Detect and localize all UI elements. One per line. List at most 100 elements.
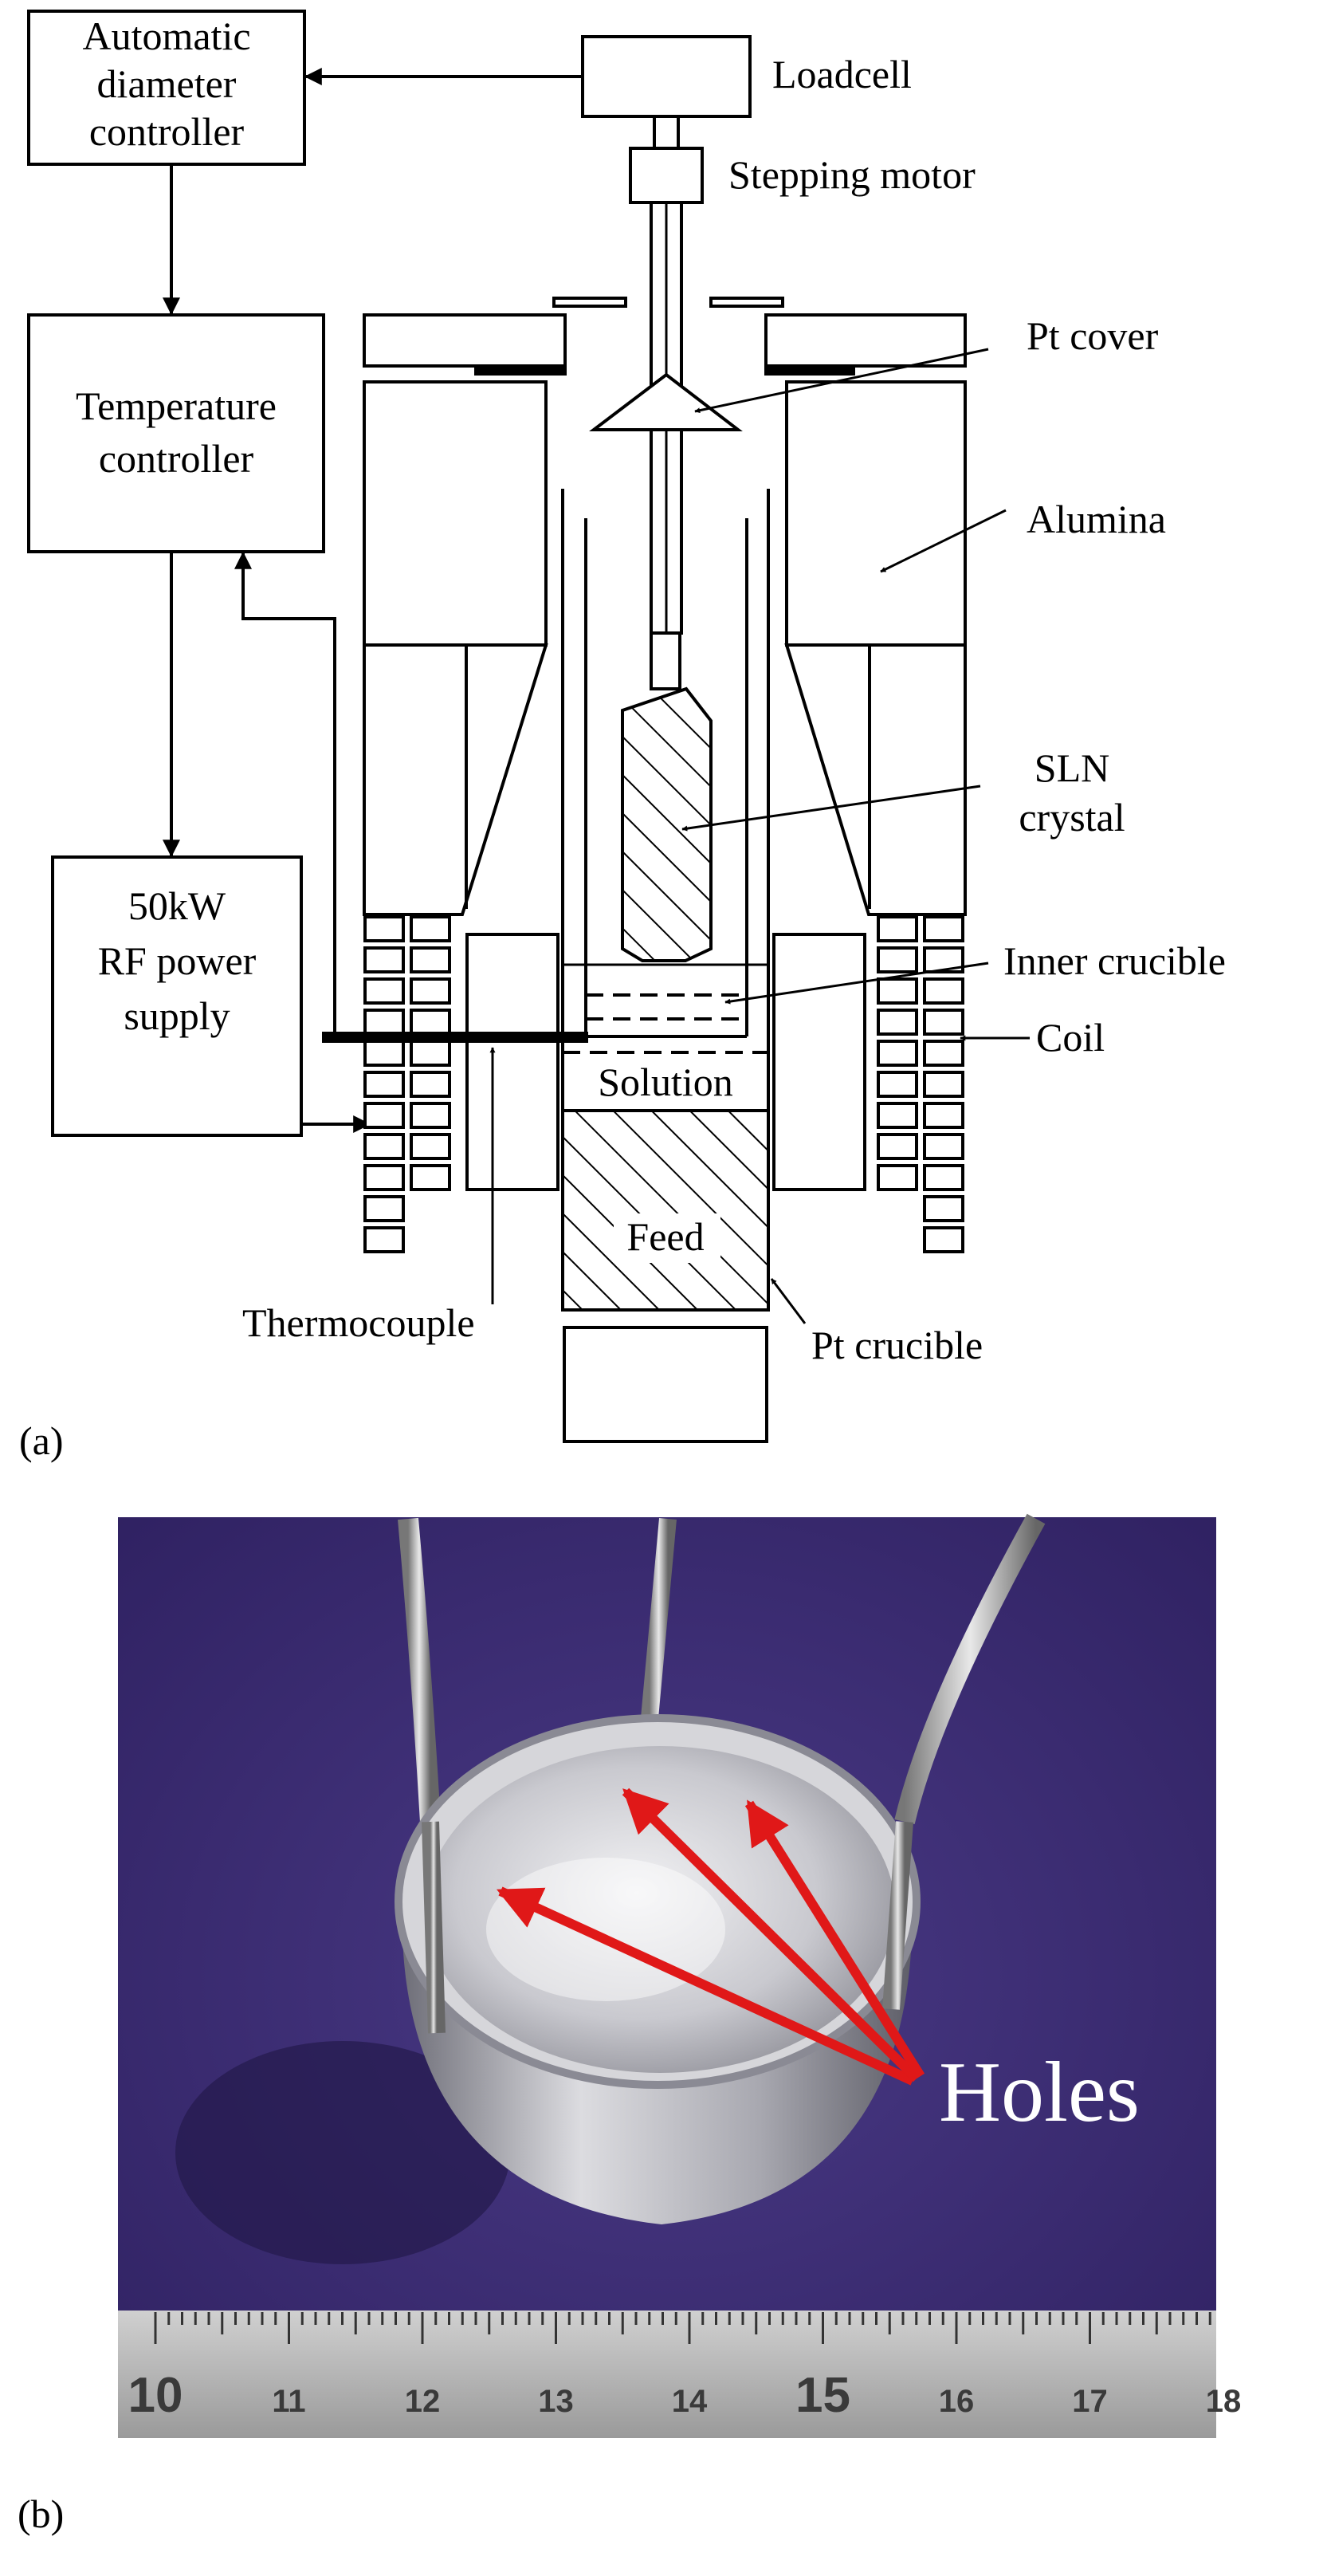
sln-label-1: SLN [1035,745,1109,790]
wire-right-lower [882,1821,913,2010]
wire-left-lower [422,1821,446,2034]
hole-arrow-3 [744,1799,925,2079]
rf-label-2: RF power [98,938,257,983]
insulation-block-right [772,933,866,1191]
coil-turn [410,977,451,1005]
coil-turn [877,1040,918,1067]
coil-turn [363,1164,405,1191]
alumina-pointer [880,509,1007,573]
sln-crystal [621,686,713,962]
hole-arrows [497,1787,925,2086]
ruler-ticks [154,2312,1211,2344]
coil-turn [410,1164,451,1191]
coil-turn [923,915,964,942]
feed-block [561,1109,770,1312]
adc-label-2: diameter [97,61,237,106]
flange-tab-right [764,364,855,376]
coil-turn [410,1071,451,1098]
coil-turn [363,915,405,942]
coil-turn [363,946,405,973]
alumina-upper-right [785,380,967,647]
coil-label: Coil [1036,1015,1105,1060]
wire-left [398,1517,441,1823]
feed-label-bg [614,1213,720,1263]
coil-turn [410,1009,451,1036]
hole-arrow-1 [497,1886,915,2086]
adc-label-1: Automatic [82,14,250,58]
ruler-number: 18 [1206,2384,1242,2419]
coil-turn [877,1102,918,1129]
sln-pointer [681,785,981,832]
motor-shaft [653,115,680,150]
coil-turn [923,1133,964,1160]
pedestal [563,1326,768,1443]
shadow-blob [175,2041,510,2264]
stepping-motor-label: Stepping motor [728,152,976,197]
feed-label: Feed [626,1214,704,1259]
inner-crucible-label: Inner crucible [1003,938,1226,983]
coil-turn [877,1133,918,1160]
coil-turn [363,1133,405,1160]
alumina-lower-left [363,643,548,916]
coil-turn [410,946,451,973]
coil-turn [923,977,964,1005]
panel-b-label: (b) [18,2491,64,2536]
insulation-block-left [465,933,559,1191]
coil-turn [363,1102,405,1129]
ruler-number: 16 [939,2384,975,2419]
coil-turn [410,1040,451,1067]
loadcell-box [581,35,752,118]
coil-turn [410,1102,451,1129]
ruler [118,2311,1216,2438]
ruler-number: 13 [538,2384,574,2419]
ruler-number: 15 [795,2368,850,2423]
pt-crucible-pointer [770,1278,807,1324]
temp-label-1: Temperature [76,383,277,428]
ruler-number: 17 [1072,2384,1108,2419]
coil-turn [923,1040,964,1067]
top-plate-right [764,313,967,368]
alumina-lower-right [784,643,967,916]
sln-label-2: crystal [1019,795,1125,840]
flange-tab-left [474,364,567,376]
cover-cap-right [709,297,784,308]
coil-turn [923,1226,964,1253]
panel-a-text: Automatic diameter controller Temperatur… [19,14,1226,1463]
rf-power-supply-box [51,855,303,1137]
ruler-number: 11 [272,2384,305,2419]
pt-cover-label: Pt cover [1027,313,1159,358]
pt-cover-cone [589,372,743,431]
coil-turn [363,977,405,1005]
top-plate-left [363,313,567,368]
coil-turn [410,915,451,942]
thermocouple-label: Thermocouple [242,1300,475,1345]
coil-turn [363,1195,405,1222]
pt-cover-pointer [694,348,989,414]
coil-turn [923,1071,964,1098]
ruler-number: 12 [405,2384,441,2419]
rf-label-1: 50kW [128,883,226,928]
panel-a-label: (a) [19,1418,64,1463]
coil-turn [363,1071,405,1098]
coil-turn [923,1164,964,1191]
coil-turn [877,1164,918,1191]
seed-holder [650,631,681,690]
solution-label-bg [579,1060,757,1105]
alumina-label: Alumina [1027,497,1166,541]
thermocouple-rod [322,1032,588,1043]
coil-turn [877,946,918,973]
loadcell-label: Loadcell [772,52,912,96]
ruler-number: 14 [672,2384,708,2419]
coil-turn [923,1195,964,1222]
wire-right [894,1513,1046,1825]
automatic-diameter-controller-box [27,10,306,166]
coil-turn [877,1009,918,1036]
temp-label-2: controller [99,436,254,481]
coil-turn [923,1102,964,1129]
coil-right [877,915,964,1253]
cover-cap-left [552,297,627,308]
pt-crucible-label: Pt crucible [811,1323,983,1367]
